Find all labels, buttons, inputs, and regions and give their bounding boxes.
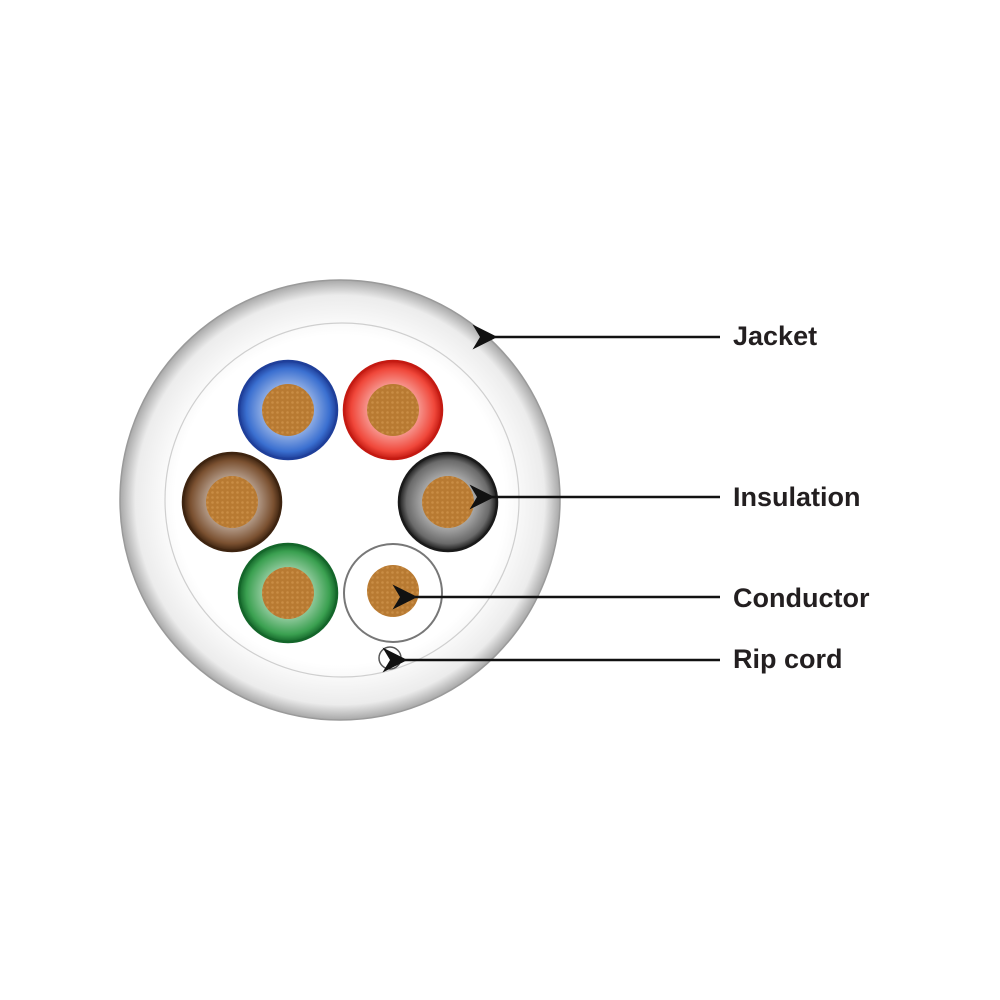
brown-wire-conductor: [206, 476, 258, 528]
red-wire-conductor: [367, 384, 419, 436]
jacket: [119, 279, 561, 721]
rip-cord: [378, 646, 402, 670]
blue-wire-conductor: [262, 384, 314, 436]
green-wire-conductor: [262, 567, 314, 619]
conductor-label: Conductor: [733, 583, 870, 613]
jacket-label: Jacket: [733, 321, 818, 351]
insulation-label: Insulation: [733, 482, 861, 512]
white-wire-conductor: [367, 565, 419, 617]
inner-boundary: [164, 322, 520, 678]
rip-cord-label: Rip cord: [733, 644, 843, 674]
black-wire-conductor: [422, 476, 474, 528]
